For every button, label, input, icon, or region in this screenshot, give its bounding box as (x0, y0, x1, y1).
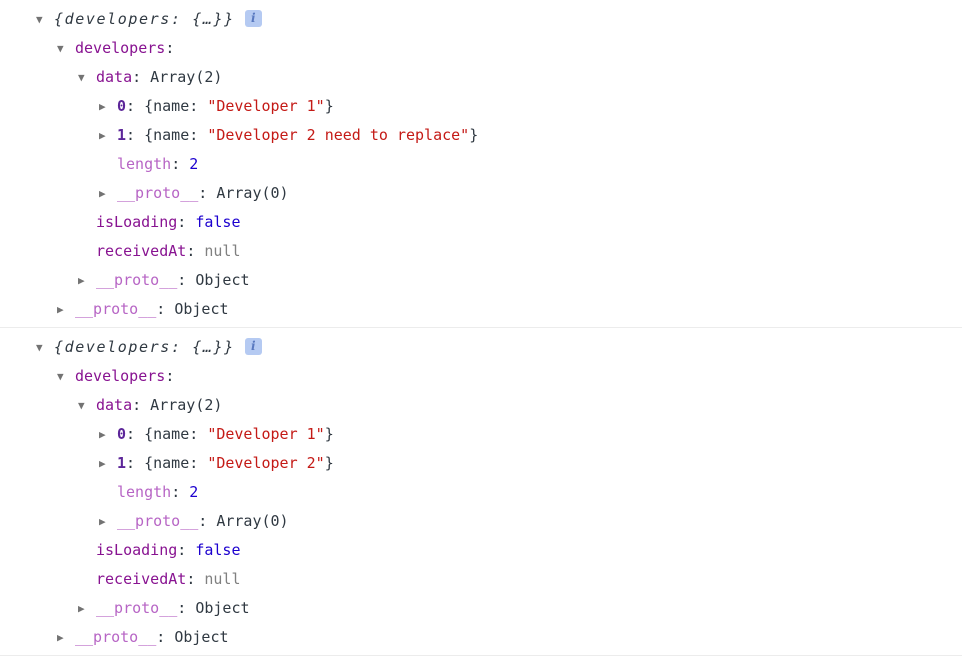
value-preview: : Array(2) (132, 68, 223, 86)
object-preview: {developers: {…}} (54, 10, 235, 28)
disclosure-triangle-icon[interactable]: ▶ (99, 129, 106, 142)
disclosure-triangle-icon[interactable]: ▶ (78, 274, 85, 287)
console-tree-row[interactable]: ▶ __proto__: Object (0, 266, 962, 295)
console-tree-row[interactable]: isLoading: false (0, 208, 962, 237)
console-tree-row[interactable]: isLoading: false (0, 536, 962, 565)
disclosure-triangle-icon[interactable]: ▶ (78, 602, 85, 615)
property-name: isLoading (96, 213, 178, 231)
console-tree-row[interactable]: ▶ __proto__: Object (0, 594, 962, 623)
console-tree-row[interactable]: ▼ developers: (0, 362, 962, 391)
property-name: isLoading (96, 541, 178, 559)
value-preview: } (324, 425, 334, 443)
array-index: 1 (117, 126, 127, 144)
disclosure-triangle-icon[interactable]: ▶ (99, 428, 106, 441)
string-value: "Developer 2 need to replace" (207, 126, 470, 144)
internal-property-name: __proto__ (75, 628, 157, 646)
primitive-value: 2 (189, 483, 199, 501)
value-preview: : (177, 541, 196, 559)
disclosure-triangle-icon[interactable]: ▶ (57, 303, 64, 316)
console-tree-row[interactable]: ▶ 0: {name: "Developer 1"} (0, 420, 962, 449)
value-preview: : {name: (126, 425, 208, 443)
console-tree-row[interactable]: ▶ 1: {name: "Developer 2"} (0, 449, 962, 478)
value-preview: : {name: (126, 454, 208, 472)
disclosure-triangle-icon[interactable]: ▶ (57, 631, 64, 644)
console-tree-row[interactable]: ▼ {developers: {…}} i (0, 5, 962, 34)
value-preview: } (324, 454, 334, 472)
value-preview: : Array(0) (198, 512, 289, 530)
info-icon[interactable]: i (244, 10, 262, 27)
console-tree-row[interactable]: ▼ developers: (0, 34, 962, 63)
internal-property-name: __proto__ (117, 184, 199, 202)
property-name: receivedAt (96, 570, 187, 588)
value-preview: } (469, 126, 479, 144)
disclosure-triangle-icon[interactable]: ▼ (36, 13, 43, 26)
console-tree-row[interactable]: ▶ 0: {name: "Developer 1"} (0, 92, 962, 121)
property-name: developers (75, 39, 166, 57)
console-log-entry: ▼{developers: {…}}i▼developers:▼data: Ar… (0, 328, 962, 656)
value-preview: : (165, 39, 175, 57)
value-preview: : (177, 213, 196, 231)
array-index: 0 (117, 425, 127, 443)
console-tree-row[interactable]: receivedAt: null (0, 565, 962, 594)
console-tree-row[interactable]: ▶ __proto__: Array(0) (0, 507, 962, 536)
disclosure-triangle-icon[interactable]: ▶ (99, 100, 106, 113)
value-preview: : (171, 483, 190, 501)
array-index: 0 (117, 97, 127, 115)
value-preview: : {name: (126, 97, 208, 115)
console-tree-row[interactable]: ▼ data: Array(2) (0, 391, 962, 420)
disclosure-triangle-icon[interactable]: ▼ (57, 42, 64, 55)
string-value: "Developer 1" (207, 425, 325, 443)
internal-property-name: length (117, 155, 172, 173)
string-value: "Developer 2" (207, 454, 325, 472)
disclosure-triangle-icon[interactable]: ▼ (57, 370, 64, 383)
console-tree-row[interactable]: length: 2 (0, 150, 962, 179)
property-name: developers (75, 367, 166, 385)
value-preview: : (165, 367, 175, 385)
console-tree-row[interactable]: ▶ __proto__: Object (0, 295, 962, 324)
disclosure-triangle-icon[interactable]: ▼ (78, 71, 85, 84)
value-preview: : Object (177, 599, 250, 617)
console-tree-row[interactable]: ▶ __proto__: Array(0) (0, 179, 962, 208)
null-value: null (204, 242, 241, 260)
value-preview: : Object (177, 271, 250, 289)
array-index: 1 (117, 454, 127, 472)
value-preview: : (171, 155, 190, 173)
property-name: receivedAt (96, 242, 187, 260)
internal-property-name: __proto__ (96, 271, 178, 289)
console-tree-row[interactable]: ▶ __proto__: Object (0, 623, 962, 652)
console-tree-row[interactable]: ▼ data: Array(2) (0, 63, 962, 92)
disclosure-triangle-icon[interactable]: ▼ (78, 399, 85, 412)
console-tree-row[interactable]: length: 2 (0, 478, 962, 507)
value-preview: : Array(2) (132, 396, 223, 414)
value-preview: : Array(0) (198, 184, 289, 202)
internal-property-name: __proto__ (117, 512, 199, 530)
console-tree-row[interactable]: ▼ {developers: {…}} i (0, 333, 962, 362)
property-name: data (96, 68, 133, 86)
internal-property-name: __proto__ (75, 300, 157, 318)
value-preview: : Object (156, 628, 229, 646)
primitive-value: false (195, 541, 241, 559)
internal-property-name: length (117, 483, 172, 501)
info-icon[interactable]: i (244, 338, 262, 355)
console-log-entry: ▼{developers: {…}}i▼developers:▼data: Ar… (0, 5, 962, 328)
console-tree-row[interactable]: receivedAt: null (0, 237, 962, 266)
property-name: data (96, 396, 133, 414)
object-preview: {developers: {…}} (54, 338, 235, 356)
primitive-value: false (195, 213, 241, 231)
string-value: "Developer 1" (207, 97, 325, 115)
value-preview: : (186, 570, 205, 588)
disclosure-triangle-icon[interactable]: ▼ (36, 341, 43, 354)
value-preview: : Object (156, 300, 229, 318)
value-preview: : {name: (126, 126, 208, 144)
primitive-value: 2 (189, 155, 199, 173)
console-tree-row[interactable]: ▶ 1: {name: "Developer 2 need to replace"… (0, 121, 962, 150)
value-preview: } (324, 97, 334, 115)
null-value: null (204, 570, 241, 588)
value-preview: : (186, 242, 205, 260)
disclosure-triangle-icon[interactable]: ▶ (99, 187, 106, 200)
internal-property-name: __proto__ (96, 599, 178, 617)
disclosure-triangle-icon[interactable]: ▶ (99, 457, 106, 470)
disclosure-triangle-icon[interactable]: ▶ (99, 515, 106, 528)
